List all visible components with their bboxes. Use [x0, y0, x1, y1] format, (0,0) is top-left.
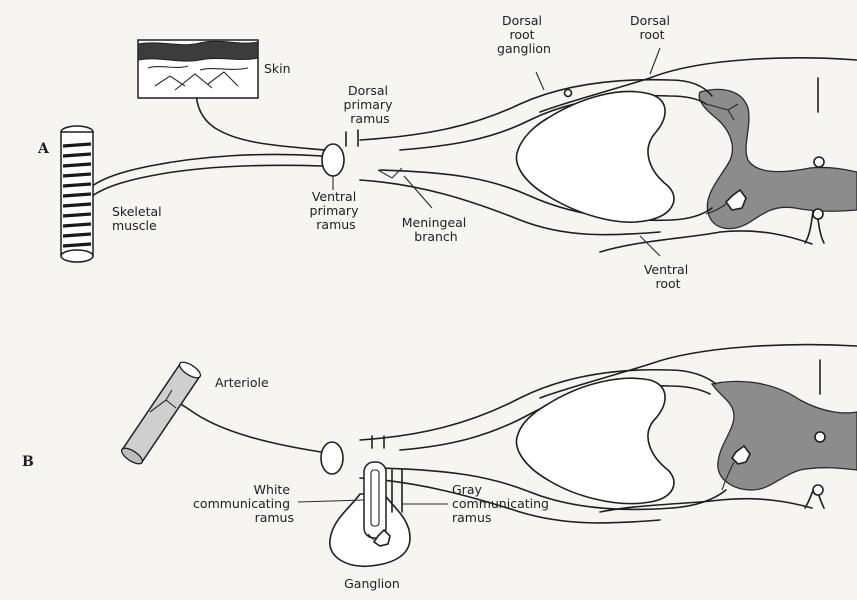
leader-meningeal-branch	[404, 176, 432, 208]
ventral-fissure-dot-a	[813, 209, 823, 219]
label-skeletal-muscle: Skeletal muscle	[112, 204, 166, 233]
label-ventral-primary-ramus: Ventral primary ramus	[310, 189, 363, 232]
ventral-fissure-dot-b	[813, 485, 823, 495]
label-arteriole: Arteriole	[215, 375, 269, 390]
ventral-ramus-lower-a	[92, 165, 322, 196]
spinal-nerve-cross-section-a	[322, 144, 344, 176]
central-canal-b	[815, 432, 825, 442]
spinal-nerve-cross-section-b	[321, 442, 343, 474]
white-ramus-inner-b	[371, 470, 379, 526]
gray-matter-a	[699, 89, 857, 228]
leader-dorsal-root-ganglion	[536, 72, 544, 90]
label-meningeal-branch: Meningeal branch	[402, 215, 471, 244]
central-canal-a	[814, 157, 824, 167]
label-dorsal-root: Dorsal root	[630, 13, 674, 42]
arteriole-b	[119, 359, 203, 466]
panel-b-letter: B	[22, 454, 34, 470]
skin-block-a	[138, 40, 258, 98]
label-skin: Skin	[264, 61, 291, 76]
skeletal-muscle-a	[61, 126, 93, 262]
dorsal-ramus-a	[196, 90, 325, 150]
panel-a-letter: A	[37, 141, 50, 157]
label-ganglion: Ganglion	[344, 576, 400, 591]
dorsal-root-ganglion-cell-a	[565, 90, 572, 97]
label-ventral-root: Ventral root	[644, 262, 692, 291]
gray-matter-b	[712, 381, 857, 490]
leader-ventral-root	[640, 236, 660, 256]
dorsal-ramus-branch-line-a	[346, 130, 358, 146]
label-dorsal-root-ganglion: Dorsal root ganglion	[497, 13, 551, 56]
label-white-communicating-ramus: White communicating ramus	[193, 482, 294, 525]
label-gray-communicating-ramus: Gray communicating ramus	[452, 482, 553, 525]
label-dorsal-primary-ramus: Dorsal primary ramus	[344, 83, 397, 126]
dorsal-root-ganglion-b	[516, 378, 674, 503]
dorsal-root-ganglion-a	[516, 91, 674, 222]
leader-dorsal-root	[650, 48, 660, 74]
ventral-ramus-b	[164, 396, 321, 452]
panel-b: B	[22, 345, 857, 591]
panel-a: A	[37, 13, 857, 291]
